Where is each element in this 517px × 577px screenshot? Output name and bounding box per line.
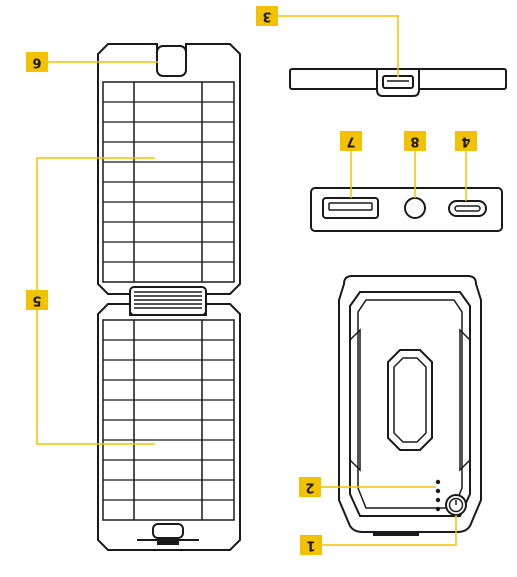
callout-8: 8 (410, 134, 419, 149)
port-panel (310, 187, 503, 232)
led-indicator (435, 479, 441, 485)
led-indicator (435, 488, 441, 494)
bank-center-grip-inner (393, 357, 427, 443)
callout-boxes: 6 5 3 7 8 4 2 1 (26, 6, 477, 555)
callout-5: 5 (32, 293, 41, 308)
hinge-stripes (134, 291, 202, 309)
callout-6: 6 (32, 55, 41, 70)
callout-3: 3 (262, 9, 271, 24)
callout-2: 2 (305, 480, 314, 495)
solar-panel (97, 43, 241, 551)
panel-hinge (129, 286, 207, 316)
callout-3-box (256, 6, 278, 26)
leader-3 (278, 15, 399, 77)
usb-c-port (448, 200, 487, 217)
bank-outer-shell (338, 275, 482, 533)
power-bank-front-view (338, 275, 482, 536)
lower-cell-rows (103, 339, 234, 501)
callout-1: 1 (306, 538, 315, 553)
callout-4: 4 (461, 134, 470, 149)
led-indicators (435, 479, 441, 512)
callout-7-box (340, 131, 362, 151)
callout-6-box (26, 52, 48, 72)
bank-center-grip-outer (387, 349, 433, 451)
power-bank-side-view (289, 68, 507, 97)
upper-handle-tab (156, 45, 187, 77)
callout-4-box (455, 131, 477, 151)
led-indicator (435, 497, 441, 503)
led-indicator (435, 506, 441, 512)
upper-cell-rows (103, 101, 234, 263)
callout-7: 7 (346, 134, 355, 149)
bank-inner-frame (349, 291, 471, 517)
lower-panel-body (97, 303, 241, 551)
bank-bottom-foot (373, 531, 419, 536)
callout-5-box (26, 290, 48, 310)
callout-1-box (300, 535, 322, 555)
callout-8-box (404, 131, 426, 151)
callout-2-box (299, 477, 321, 497)
leader-1 (322, 515, 457, 546)
panel-usb-connector (152, 523, 184, 539)
